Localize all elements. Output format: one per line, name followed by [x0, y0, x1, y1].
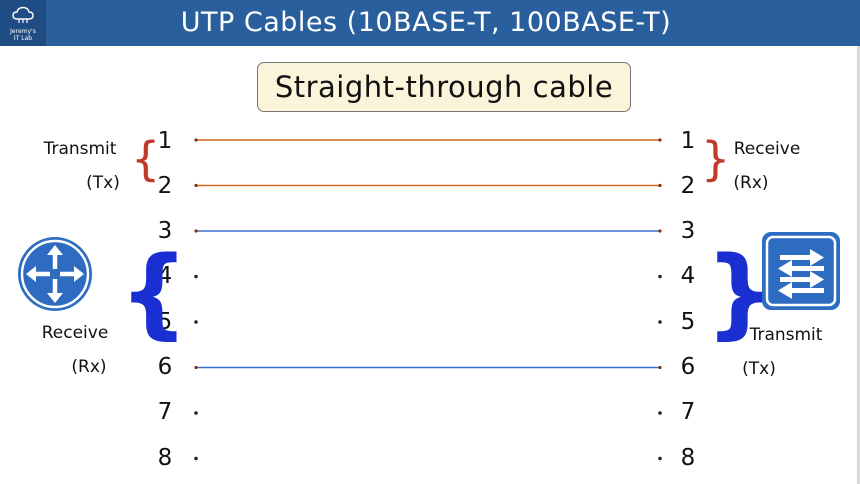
left-rx-abbr: (Rx)	[71, 357, 107, 377]
right-pin-7: 7	[680, 399, 696, 425]
left-pin-5: 5	[157, 309, 173, 335]
page-title: UTP Cables (10BASE-T, 100BASE-T)	[180, 7, 672, 38]
right-pin-dot-1	[658, 138, 662, 142]
right-pin-4: 4	[680, 263, 696, 289]
right-tx-abbr: (Tx)	[742, 359, 776, 379]
right-receive-label: Receive	[733, 139, 801, 159]
left-pin-3: 3	[157, 218, 173, 244]
right-pin-2: 2	[680, 173, 696, 199]
right-pin-dot-4	[658, 274, 662, 279]
right-pin-1: 1	[680, 128, 696, 154]
left-pin-dot-6	[194, 365, 198, 370]
right-pin-3: 3	[680, 218, 696, 244]
right-pin-6: 6	[680, 354, 696, 380]
left-transmit-label: Transmit	[43, 139, 117, 159]
right-receive-brace: }	[701, 132, 731, 186]
switch-icon	[762, 232, 840, 310]
header-bar: Jeremy's IT Lab UTP Cables (10BASE-T, 10…	[0, 0, 860, 46]
left-transmit-brace: {	[131, 132, 161, 186]
right-pin-5: 5	[680, 309, 696, 335]
right-pin-dot-3	[658, 229, 662, 233]
router-icon	[18, 237, 92, 311]
left-pin-8: 8	[157, 445, 173, 471]
right-pin-dot-8	[658, 456, 662, 461]
left-pin-dot-5	[194, 320, 198, 324]
left-pin-dot-1	[194, 138, 198, 142]
left-tx-abbr: (Tx)	[86, 173, 120, 193]
logo: Jeremy's IT Lab	[0, 0, 46, 46]
left-pin-dot-8	[194, 456, 198, 461]
left-pin-2: 2	[157, 173, 173, 199]
cloud-network-icon	[12, 6, 34, 23]
left-pin-7: 7	[157, 399, 173, 425]
left-pin-dot-2	[194, 183, 198, 188]
right-rx-abbr: (Rx)	[733, 173, 769, 193]
left-pin-dot-7	[194, 411, 198, 415]
right-pin-dot-5	[658, 320, 662, 324]
left-pin-dot-4	[194, 274, 198, 279]
right-pin-dot-2	[658, 183, 662, 188]
right-transmit-label: Transmit	[749, 325, 823, 345]
left-pin-1: 1	[157, 128, 173, 154]
right-pin-dot-6	[658, 365, 662, 370]
right-pin-dot-7	[658, 411, 662, 415]
logo-text-line1: Jeremy's	[10, 28, 36, 35]
cable-type-label: Straight-through cable	[257, 62, 631, 112]
logo-text-line2: IT Lab	[13, 35, 33, 42]
slide-edge	[857, 46, 860, 484]
left-receive-brace: {	[119, 236, 189, 350]
right-pin-8: 8	[680, 445, 696, 471]
left-pin-6: 6	[157, 354, 173, 380]
left-pin-4: 4	[157, 263, 173, 289]
left-receive-label: Receive	[41, 323, 109, 343]
left-pin-dot-3	[194, 229, 198, 233]
